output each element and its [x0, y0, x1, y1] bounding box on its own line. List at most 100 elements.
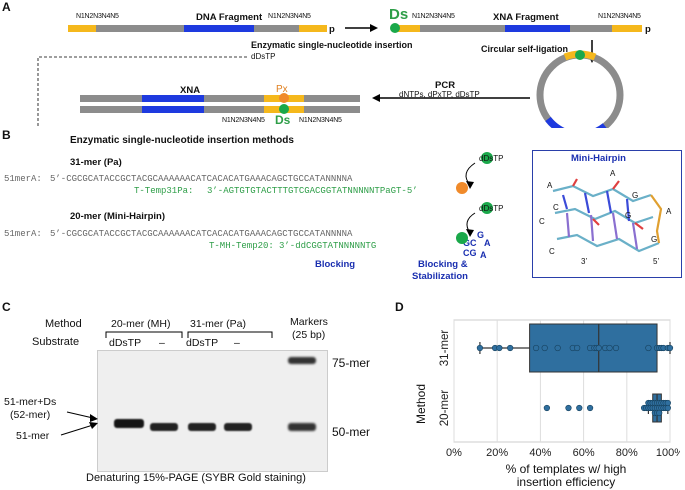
data-point: [576, 404, 583, 412]
y-tick-label: 31-mer: [439, 330, 451, 367]
temp31-name: T-Temp31Pa:: [134, 186, 194, 196]
xna-label: XNA: [180, 85, 201, 96]
insertion-label: Enzymatic single-nucleotide insertion: [251, 40, 413, 50]
data-point: [554, 344, 561, 352]
chart-xlabel: % of templates w/ high insertion efficie…: [505, 462, 627, 489]
label-52a: 51-mer+Ds: [4, 396, 57, 408]
lane-label-3: dDsTP: [186, 337, 219, 349]
data-point: [666, 344, 674, 352]
seq1: 5’-CGCGCATACCGCTACGCAAAAAACATCACACATGAAA…: [50, 174, 353, 184]
gel-marker-50: [288, 423, 316, 431]
x-tick-label: 100%: [656, 447, 680, 459]
panel-label-d: D: [395, 300, 404, 314]
xna-duplex: [80, 93, 360, 114]
dstp-label-2: dDsTP: [479, 204, 504, 213]
duplex-random-left: N1N2N3N4N5: [222, 117, 265, 124]
hp-letter-3: A: [666, 207, 672, 216]
dna-right-random: N1N2N3N4N5: [268, 13, 311, 20]
group2-label: 31-mer (Pa): [190, 318, 247, 330]
markers-sub: (25 bp): [292, 329, 326, 341]
seq1-name: 51merA:: [4, 174, 42, 184]
ds-base-dot: [390, 23, 400, 33]
xna-left-random: N1N2N3N4N5: [412, 13, 455, 20]
ligation-label: Circular self-ligation: [481, 44, 569, 54]
data-point: [574, 344, 581, 352]
ds-label-bottom: Ds: [275, 113, 291, 127]
xna-fragment-label: XNA Fragment: [493, 12, 559, 23]
group-brackets: [105, 331, 273, 338]
tmh: 3’-ddCGGTATNNNNNTG: [279, 241, 377, 251]
data-point: [507, 344, 514, 352]
x-tick-label: 60%: [573, 447, 595, 459]
x-tick-label: 20%: [486, 447, 508, 459]
marker-50-label: 50-mer: [332, 425, 371, 439]
data-point: [586, 404, 594, 412]
data-point: [645, 344, 652, 352]
hairpin-structure: [552, 178, 663, 253]
hairpin-a1: A: [484, 238, 491, 248]
panel-label-a: A: [2, 0, 11, 14]
x-tick-label: 40%: [529, 447, 551, 459]
hp-letter-1: A: [610, 169, 616, 178]
ds-label-top: Ds: [389, 6, 409, 23]
hairpin-g: G: [477, 230, 485, 240]
y-tick-label: 20-mer: [439, 390, 451, 427]
gel-caption: Denaturing 15%-PAGE (SYBR Gold staining): [86, 472, 306, 484]
group1-label: 20-mer (MH): [111, 318, 171, 330]
mh-title: 20-mer (Mini-Hairpin): [70, 211, 166, 222]
hairpin-a2: A: [480, 250, 487, 260]
substrate-label: Substrate: [32, 336, 80, 348]
data-point: [595, 344, 602, 352]
gel-band-lane3: [188, 423, 216, 431]
marker-75-label: 75-mer: [332, 356, 371, 370]
hp-letter-7: G: [651, 235, 658, 244]
data-point: [541, 344, 548, 352]
pcr-sub: dNTPs, dPxTP, dDsTP: [399, 90, 480, 99]
data-point: [476, 344, 484, 352]
hp-letter-8: C: [549, 247, 555, 256]
lane-label-2: –: [159, 337, 165, 349]
xna-right-random: N1N2N3N4N5: [598, 13, 641, 20]
hairpin-cg: CG: [463, 248, 477, 258]
blocking-stab-label: Blocking &: [418, 259, 468, 270]
hp-letter-0: A: [547, 181, 553, 190]
box-plot: 0% 20% 40% 60% 80% 100% 31-mer 20-mer: [439, 319, 680, 459]
x-tick-label: 80%: [616, 447, 638, 459]
px-label: Px: [276, 84, 288, 95]
lane-label-1: dDsTP: [109, 337, 142, 349]
insertion-sub: dDsTP: [251, 52, 276, 61]
markers-label: Markers: [290, 316, 328, 328]
hp-letter-2: G: [632, 191, 639, 200]
seq2-name: 51merA:: [4, 229, 42, 239]
pa-title: 31-mer (Pa): [70, 157, 122, 168]
dstp-label-1: dDsTP: [479, 154, 504, 163]
chart-ylabel: Method: [414, 383, 428, 424]
gel-band-lane4: [224, 423, 252, 431]
x-tick-label: 0%: [446, 447, 462, 459]
duplex-random-right: N1N2N3N4N5: [299, 117, 342, 124]
xna-p-label: p: [645, 24, 651, 35]
dstp-arrows: [456, 152, 493, 244]
mini-hairpin-title: Mini-Hairpin: [571, 153, 626, 164]
hp-letter-6: C: [553, 203, 559, 212]
gel-image: [97, 350, 328, 472]
gel-band-lane1: [114, 419, 144, 428]
gel-marker-75: [288, 357, 316, 364]
method-label: Method: [45, 318, 82, 330]
data-point: [532, 344, 540, 352]
gel-band-lane2: [150, 423, 178, 431]
panel-label-b: B: [2, 128, 11, 142]
data-point: [664, 399, 671, 407]
xna-fragment-strand: [390, 23, 642, 33]
data-point: [496, 344, 503, 352]
dna-fragment-strand: [68, 25, 327, 32]
panel-a-graphics: [37, 23, 642, 128]
hp-letter-3prime: 3’: [581, 257, 588, 266]
data-point: [543, 404, 550, 412]
label-51: 51-mer: [16, 430, 50, 442]
lane-label-4: –: [234, 337, 240, 349]
hairpin-gc: GC: [463, 238, 477, 248]
hp-letter-5: C: [539, 217, 545, 226]
hp-letter-4: G: [625, 211, 632, 220]
label-52b: (52-mer): [10, 409, 51, 421]
